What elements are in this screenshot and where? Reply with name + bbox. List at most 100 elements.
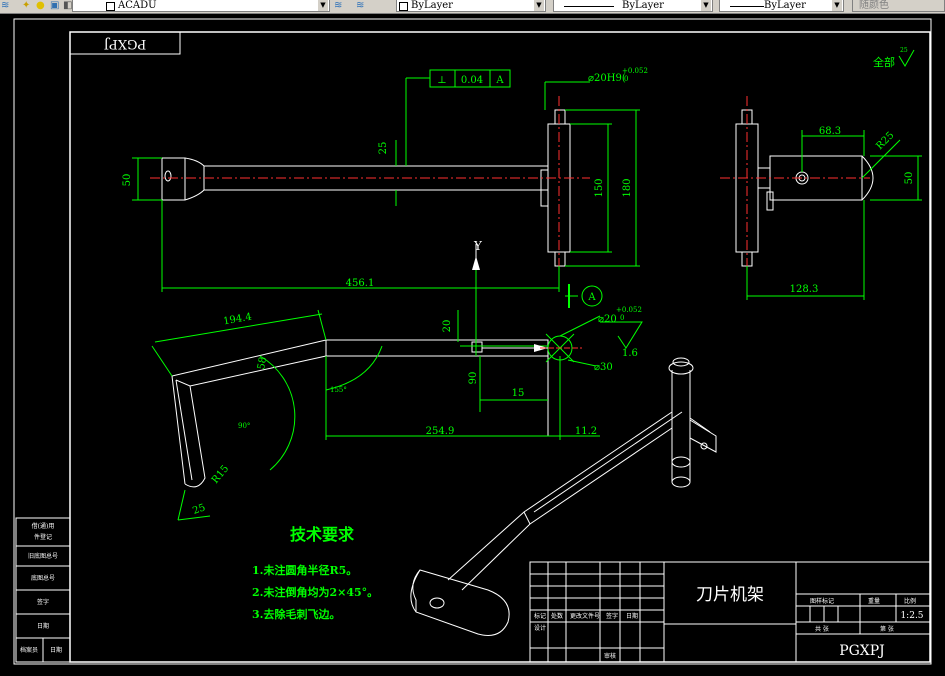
drawing-title: 刀片机架 [696,585,764,605]
chevron-down-icon[interactable]: ▼ [832,0,842,11]
tolerance-datum: A [495,75,504,86]
side-view [735,109,874,267]
tolerance-symbol: ⊥ [437,75,446,86]
tb-stage: 图样标记 [810,597,834,605]
tb-h5: 日期 [626,612,638,620]
linetype-combo[interactable]: ByLayer ▼ [553,0,713,12]
plotstyle-combo[interactable]: 随颜色 [852,0,945,12]
dim-phi20: ⌀20 [598,314,617,325]
side-label-4: 底图总号 [31,574,55,582]
make-current-icon[interactable]: ≋ [334,0,343,11]
dim-phi20-tol-upper: +0.052 [616,306,642,314]
angle-b: 90° [238,422,250,430]
title-block [529,561,931,663]
layer-on-icon[interactable]: ✦ [22,0,31,11]
dim-20-vert: 20 [442,320,453,333]
isometric-view [410,357,717,636]
roughness-symbol [898,49,915,67]
datum-a-front: A [587,292,596,303]
tb-h4: 签字 [606,612,618,620]
code-box [69,31,181,55]
dim-90: 90 [468,372,479,385]
chevron-down-icon[interactable]: ▼ [534,0,544,11]
dim-11: 11.2 [575,426,597,437]
roughness-value: 25 [900,47,908,54]
side-dimensions [746,130,922,300]
chevron-down-icon[interactable]: ▼ [701,0,711,11]
dim-254: 254.9 [426,426,455,437]
dim-phi20-tol-lower: 0 [620,314,624,322]
color-combo[interactable]: ByLayer ▼ [396,0,546,12]
lineweight-value: ByLayer [764,0,806,11]
side-label-2: 件登记 [34,533,52,541]
side-label-7: 档案员 [20,646,38,654]
tb-review: 审核 [604,652,616,660]
drawing-part-code: PGXPJ [839,643,885,659]
side-label-8: 日期 [50,646,62,654]
tech-note-3: 3.去除毛刺飞边。 [252,607,340,621]
dim-r15: R15 [210,463,231,486]
inner-frame [69,31,931,663]
tb-weight: 重量 [868,597,880,605]
tb-sheet-no: 第 张 [880,625,894,633]
viewport-icon[interactable]: ◧ [63,0,73,11]
drawing-canvas[interactable]: PGXPJ 借(通)用 件登记 旧底图总号 底图总号 签字 日期 档案员 日期 … [0,13,945,676]
tb-h3: 更改文件号 [570,612,600,620]
lock-icon[interactable]: ▣ [50,0,60,11]
tb-h2: 处数 [551,612,563,620]
tech-note-2: 2.未注倒角均为2×45°。 [252,585,378,599]
linetype-value: ByLayer [622,0,664,11]
lineweight-combo[interactable]: ByLayer ▼ [719,0,844,12]
dim-15: 15 [512,388,525,399]
dim-58: 58 [256,356,269,370]
dim-r25: R25 [874,130,896,152]
dim-150: 150 [594,178,605,197]
top-dimensions [151,256,643,521]
layer-previous-icon[interactable]: ≋ [356,0,365,11]
dim-68: 68.3 [819,126,841,137]
axis-y-label: Y [473,239,483,253]
drawing-scale: 1:2.5 [900,611,923,621]
layer-name: ACADU [118,0,157,11]
tb-h1: 标记 [534,612,546,620]
freeze-sun-icon[interactable]: ● [36,0,45,11]
color-swatch [399,2,408,11]
tolerance-value: 0.04 [461,75,483,86]
dim-50-right: 50 [904,172,915,185]
layer-combo[interactable]: ACADU ▼ [72,0,330,12]
side-label-3: 旧底图总号 [28,552,58,560]
tb-sheet-total: 共 张 [815,625,829,633]
plotstyle-value: 随颜色 [859,0,889,11]
side-block [15,517,71,663]
chevron-down-icon[interactable]: ▼ [318,0,328,11]
top-view [171,339,549,488]
dim-128: 128.3 [790,284,819,295]
dim-phi30: ⌀30 [594,362,613,373]
dim-180: 180 [622,178,633,197]
angle-a: 155° [330,386,347,394]
front-view [161,109,571,267]
dim-1-6: 1.6 [622,348,638,359]
tech-heading: 技术要求 [290,525,355,544]
dim-bore-tol-lower: 0 [624,75,628,83]
dim-25: 25 [378,142,389,155]
dim-456: 456.1 [346,278,375,289]
layers-icon[interactable]: ≋ [1,0,10,11]
tb-scale-label: 比例 [904,597,916,605]
color-value: ByLayer [411,0,453,11]
tb-design: 设计 [534,624,546,632]
dim-194: 194.4 [223,312,253,328]
tech-note-1: 1.未注圆角半径R5。 [252,563,357,577]
side-label-5: 签字 [37,598,49,606]
layer-color-swatch [106,2,115,11]
dim-25-bottom: 25 [191,502,207,517]
dim-50-left: 50 [122,174,133,187]
dim-bore: ⌀20H9( [588,73,626,84]
dim-bore-tol-upper: +0.052 [622,67,648,75]
linetype-sample [564,6,614,7]
mirrored-part-code: PGXPJ [104,36,146,51]
roughness-note: 全部 [873,55,895,69]
lineweight-sample [730,6,764,7]
properties-toolbar: ≋ ✦ ● ▣ ◧ ACADU ▼ ≋ ≋ ByLayer ▼ ByLayer … [0,0,945,14]
side-label-1: 借(通)用 [32,522,55,530]
